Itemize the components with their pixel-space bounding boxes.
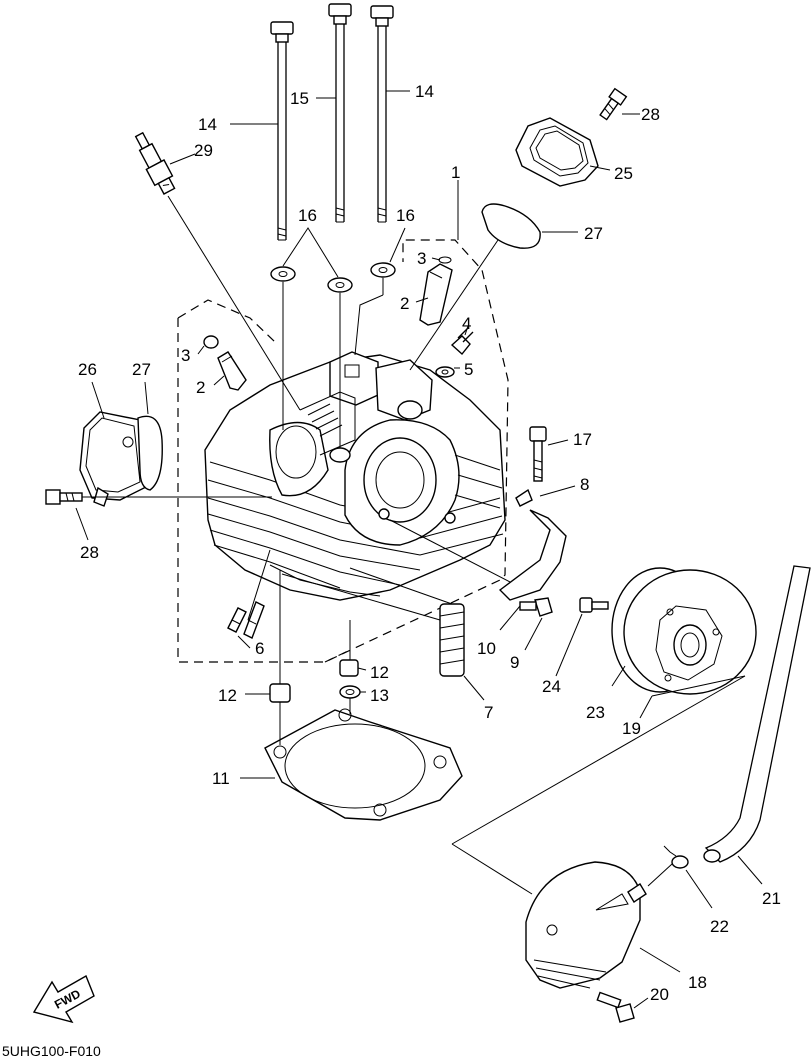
label-2-lower: 2 (196, 378, 205, 397)
label-13: 13 (370, 686, 389, 705)
spark-plug-29 (134, 131, 176, 195)
side-cover-26 (79, 411, 149, 507)
washer-13 (339, 685, 361, 699)
o-ring-27-top (481, 203, 541, 249)
bolt-17 (529, 426, 547, 482)
label-27-top: 27 (584, 224, 603, 243)
label-7: 7 (484, 703, 493, 722)
label-23: 23 (586, 703, 605, 722)
label-27-side: 27 (132, 360, 151, 379)
label-5: 5 (464, 360, 473, 379)
bolt-9 (519, 597, 553, 617)
label-1: 1 (451, 163, 460, 182)
bolt-28-side (45, 489, 83, 505)
label-25: 25 (614, 164, 633, 183)
head-gasket-11 (264, 708, 463, 821)
damper-7 (439, 603, 465, 677)
label-16-right: 16 (396, 206, 415, 225)
label-18: 18 (688, 973, 707, 992)
label-6: 6 (255, 639, 264, 658)
tappet-cover-25 (515, 117, 599, 187)
label-12-left: 12 (218, 686, 237, 705)
washer-5 (435, 366, 455, 378)
label-29: 29 (194, 141, 213, 160)
label-22: 22 (710, 917, 729, 936)
label-16-left: 16 (298, 206, 317, 225)
bolt-20 (596, 991, 635, 1023)
label-28-top: 28 (641, 105, 660, 124)
bolt-14-left (270, 21, 294, 241)
tab-near-8 (515, 488, 533, 507)
bolt-14-right (370, 5, 394, 223)
label-19: 19 (622, 719, 641, 738)
label-2-upper: 2 (400, 294, 409, 313)
label-8: 8 (580, 475, 589, 494)
label-28-side: 28 (80, 543, 99, 562)
valve-guide-2-lower (203, 335, 247, 391)
breather-pipe-21 (703, 565, 811, 863)
label-14-left: 14 (198, 115, 217, 134)
bolt-28-top (599, 87, 628, 121)
label-15: 15 (290, 89, 309, 108)
label-21: 21 (762, 889, 781, 908)
leader-lines (75, 90, 763, 1009)
cover-18 (525, 861, 647, 989)
o-ring-27-side (137, 415, 163, 491)
label-17: 17 (573, 430, 592, 449)
label-3-upper: 3 (417, 249, 426, 268)
label-24: 24 (542, 677, 561, 696)
label-9: 9 (510, 653, 519, 672)
label-14-right: 14 (415, 82, 434, 101)
figure-code: 5UHG100-F010 (2, 1043, 101, 1058)
valve-guide-2-upper (419, 256, 453, 326)
label-11: 11 (212, 769, 230, 788)
label-4: 4 (462, 314, 471, 333)
assembly-dashed-outline (177, 239, 509, 663)
label-10: 10 (477, 639, 496, 658)
clip-22 (663, 845, 689, 869)
bolt-15 (328, 3, 352, 223)
gasket-8 (498, 509, 567, 601)
washers-16 (270, 262, 396, 293)
cam-cover-19 (623, 569, 757, 695)
part-number-labels: 14 15 14 29 16 16 1 27 28 25 3 2 4 5 3 2… (78, 82, 781, 1004)
label-26: 26 (78, 360, 97, 379)
label-12-right: 12 (370, 663, 389, 682)
cylinder-head (204, 351, 506, 601)
studs-6 (227, 601, 265, 639)
fwd-arrow: FWD (32, 974, 95, 1024)
label-20: 20 (650, 985, 669, 1004)
label-3-lower: 3 (181, 346, 190, 365)
bolt-24 (579, 597, 609, 613)
